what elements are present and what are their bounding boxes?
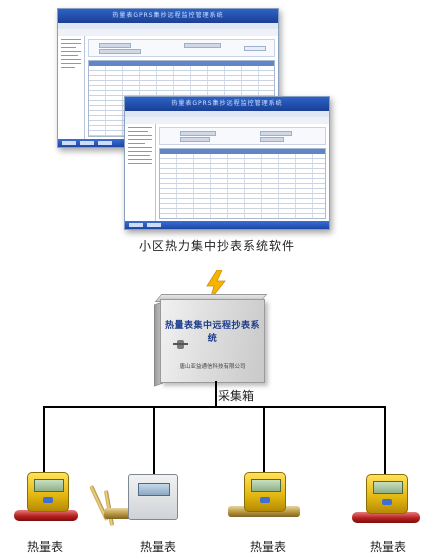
lightning-bolt-icon xyxy=(206,270,226,300)
wire-trunk xyxy=(215,381,217,407)
collector-box: 热量表集中远程抄表系统 唐山亚益通信科技有限公司 xyxy=(160,299,265,383)
lock-icon xyxy=(173,340,188,349)
navigation-tree xyxy=(125,124,156,221)
meter-label-3: 热量表 xyxy=(249,540,286,554)
wire-drop-2 xyxy=(153,406,155,474)
wire-bus xyxy=(43,406,386,408)
window-title: 热量表GPRS集抄远程监控管理系统 xyxy=(112,12,224,19)
wire-drop-4 xyxy=(384,406,386,474)
query-form xyxy=(88,39,275,57)
detail-form xyxy=(159,127,326,145)
taskbar xyxy=(125,221,329,229)
collector-panel-company: 唐山亚益通信科技有限公司 xyxy=(179,364,246,370)
meter-label-2: 热量表 xyxy=(139,540,176,554)
meter-data-table xyxy=(159,148,326,219)
window-title-bar: 热量表GPRS集抄远程监控管理系统 xyxy=(58,9,278,23)
collector-panel-title: 热量表集中远程抄表系统 xyxy=(164,321,260,344)
window-title: 热量表GPRS集抄远程监控管理系统 xyxy=(171,100,283,107)
meter-label-1: 热量表 xyxy=(26,540,63,554)
window-title-bar: 热量表GPRS集抄远程监控管理系统 xyxy=(125,97,329,111)
wire-drop-3 xyxy=(263,406,265,474)
navigation-tree xyxy=(58,36,85,139)
software-window-front: 热量表GPRS集抄远程监控管理系统 xyxy=(124,96,330,230)
software-caption: 小区热力集中抄表系统软件 xyxy=(138,239,295,253)
collector-label: 采集箱 xyxy=(218,389,255,403)
meter-label-4: 热量表 xyxy=(369,540,406,554)
wire-drop-1 xyxy=(43,406,45,474)
data-panel xyxy=(156,124,329,221)
